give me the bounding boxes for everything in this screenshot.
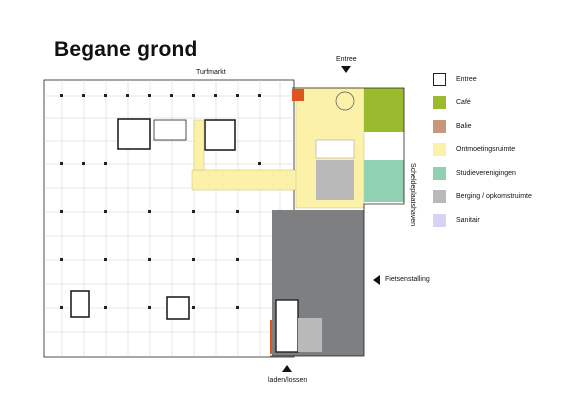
legend-label: Entree [456, 75, 477, 83]
storage-bottom [298, 318, 322, 352]
legend-item: Berging / opkomstruimte [433, 190, 568, 204]
legend-label: Berging / opkomstruimte [456, 193, 532, 200]
legend-label: Studieverenigingen [456, 169, 516, 177]
entree-arrow-icon [341, 66, 351, 73]
label-fietsenstalling: Fietsenstalling [385, 276, 430, 283]
legend-swatch [433, 72, 446, 86]
study-area [364, 160, 404, 202]
legend-label: Café [456, 99, 471, 106]
legend-swatch [433, 143, 446, 156]
legend-swatch [433, 166, 446, 180]
fietsenstalling-arrow-icon [373, 275, 380, 285]
storage-center [316, 160, 354, 200]
stair-core-left [70, 118, 190, 320]
building-outline-right [270, 87, 405, 357]
loading-core [275, 299, 299, 353]
legend-label: Ontmoetingsruimte [456, 146, 516, 153]
legend-swatch [433, 213, 446, 227]
legend-swatch [433, 96, 446, 109]
legend-item: Studieverenigingen [433, 166, 568, 180]
revolving-door [335, 91, 355, 111]
legend-item: Ontmoetingsruimte [433, 143, 568, 157]
label-turfmarkt: Turfmarkt [196, 69, 226, 76]
legend-swatch [433, 119, 446, 133]
legend-label: Balie [456, 122, 472, 130]
page-title: Begane grond [54, 38, 198, 61]
counter [315, 139, 355, 159]
legend-item: Entree [433, 72, 568, 86]
columns [60, 94, 261, 309]
cafe-area [364, 88, 404, 132]
label-scheldeplein: Scheldeplaatshaven [409, 163, 416, 227]
legend-swatch [433, 190, 446, 203]
stair-core-center [204, 119, 236, 151]
legend-item: Café [433, 96, 568, 110]
legend-item: Balie [433, 119, 568, 133]
label-entree: Entree [336, 56, 357, 63]
legend-item: Sanitair [433, 213, 568, 227]
label-laden: laden/lossen [268, 377, 308, 384]
orange-block-top [292, 89, 304, 101]
legend-label: Sanitair [456, 216, 480, 224]
laden-arrow-icon [282, 365, 292, 372]
